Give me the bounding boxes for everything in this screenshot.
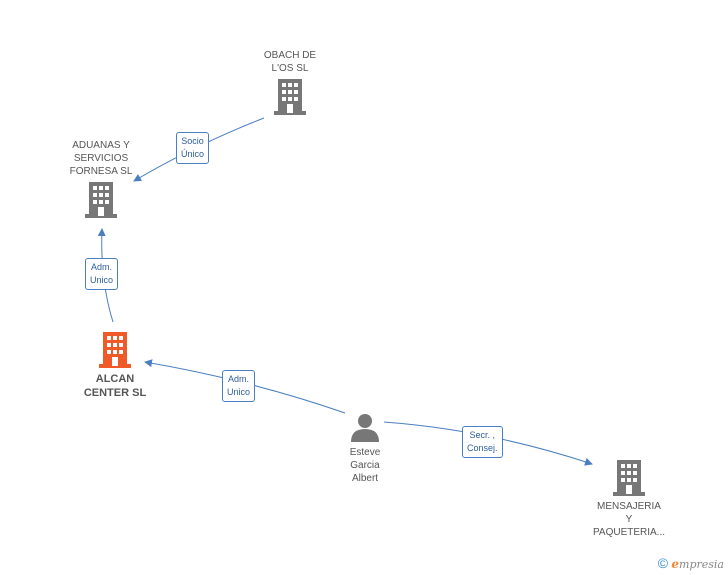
- node-mensajeria[interactable]: MENSAJERIA Y PAQUETERIA...: [585, 460, 673, 539]
- node-esteve[interactable]: Esteve Garcia Albert: [330, 412, 400, 485]
- brand-initial: e: [671, 557, 680, 571]
- node-aduanas-label: ADUANAS Y SERVICIOS FORNESA SL: [69, 140, 133, 177]
- relation-badge-secr-consej[interactable]: Secr. , Consej.: [462, 426, 503, 458]
- relation-badge-socio-unico[interactable]: Socio Único: [176, 132, 210, 164]
- brand-name: mpresia: [679, 558, 724, 571]
- node-aduanas[interactable]: ADUANAS Y SERVICIOS FORNESA SL: [55, 139, 147, 222]
- node-esteve-label: Esteve Garcia Albert: [349, 447, 381, 484]
- empresia-logo: © empresia: [658, 555, 724, 571]
- node-alcan-label: ALCAN CENTER SL: [83, 373, 147, 399]
- building-icon: [85, 182, 117, 222]
- node-alcan[interactable]: ALCAN CENTER SL: [70, 332, 160, 400]
- node-mensajeria-label: MENSAJERIA Y PAQUETERIA...: [592, 501, 666, 538]
- copyright-symbol: ©: [657, 555, 669, 571]
- relation-badge-adm-unico[interactable]: Adm. Unico: [222, 370, 256, 402]
- relation-badge-adm-unico[interactable]: Adm. Unico: [85, 258, 119, 290]
- person-icon: [350, 412, 380, 446]
- building-icon: [613, 460, 645, 500]
- building-icon: [274, 79, 306, 119]
- node-obach[interactable]: OBACH DE L'OS SL: [250, 49, 330, 119]
- node-obach-label: OBACH DE L'OS SL: [263, 50, 317, 74]
- building-icon-highlighted: [99, 332, 131, 372]
